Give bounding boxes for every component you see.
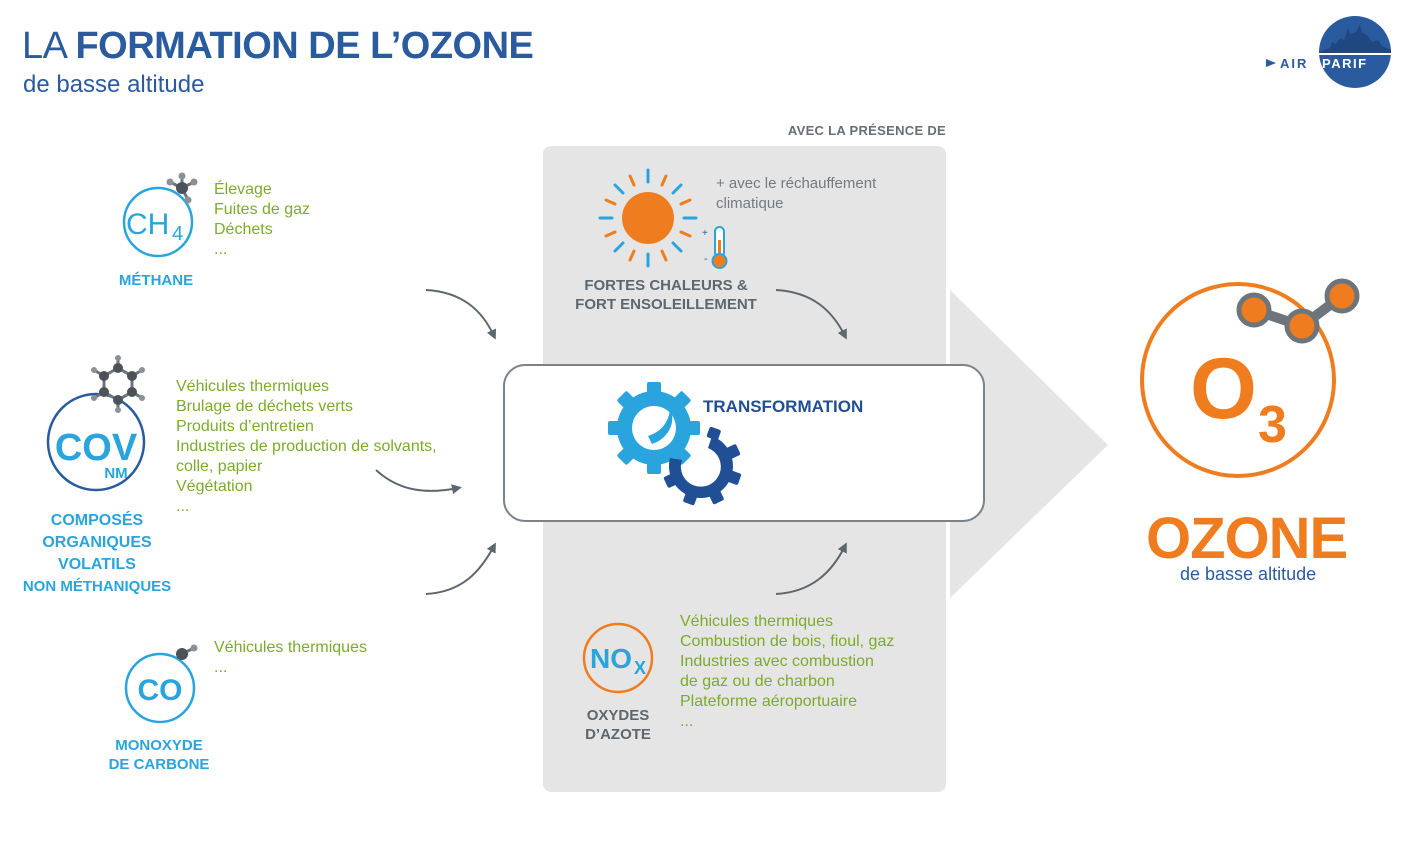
- caption-line: ORGANIQUES: [42, 534, 152, 551]
- svg-text:CO: CO: [138, 674, 183, 707]
- nox-sources: Véhicules thermiques Combustion de bois,…: [680, 612, 894, 732]
- caption-line: DE CARBONE: [108, 756, 210, 773]
- caption-line: MONOXYDE: [115, 737, 203, 754]
- list-item: Plateforme aéroportuaire: [680, 693, 857, 710]
- curved-arrow-icon: [425, 542, 496, 595]
- list-item: ...: [214, 659, 228, 676]
- heat-caption-line: FORT ENSOLEILLEMENT: [575, 296, 757, 313]
- list-item: ...: [176, 498, 190, 515]
- svg-text:NO: NO: [590, 643, 632, 674]
- caption-line: D’AZOTE: [585, 726, 651, 743]
- cov-caption: COMPOSÉS ORGANIQUES VOLATILS NON MÉTHANI…: [8, 510, 186, 598]
- cov-molecule-icon: COV NM: [46, 355, 146, 492]
- presence-label: AVEC LA PRÉSENCE DE: [787, 123, 946, 138]
- ozone-name: OZONE: [1146, 506, 1348, 571]
- cov-sources: Véhicules thermiques Brulage de déchets …: [176, 377, 437, 517]
- list-item: Produits d’entretien: [176, 418, 314, 435]
- curved-arrow-icon: [425, 289, 497, 340]
- svg-text:4: 4: [172, 223, 183, 245]
- svg-text:-: -: [704, 253, 708, 265]
- page-title: LA FORMATION DE L’OZONE: [22, 25, 534, 67]
- airparif-logo: AIR PARIF: [1266, 16, 1391, 88]
- nox-molecule-icon: NO X: [582, 622, 654, 694]
- curved-arrow-icon: [775, 542, 847, 595]
- co-molecule-icon: CO: [124, 644, 198, 724]
- co-sources: Véhicules thermiques ...: [214, 638, 367, 678]
- caption-line: MÉTHANE: [118, 272, 194, 289]
- svg-text:AIR: AIR: [1280, 56, 1308, 71]
- caption-line: VOLATILS: [58, 556, 136, 573]
- svg-text:X: X: [634, 658, 646, 678]
- methane-molecule-icon: CH 4: [122, 172, 198, 258]
- list-item: Brulage de déchets verts: [176, 398, 353, 415]
- list-item: Véhicules thermiques: [214, 639, 367, 656]
- svg-text:3: 3: [1258, 396, 1287, 454]
- ozone-molecule-icon: O 3: [1140, 278, 1360, 478]
- list-item: de gaz ou de charbon: [680, 673, 835, 690]
- thermometer-icon: + -: [702, 226, 728, 269]
- heat-note-line: + avec le réchauffement: [716, 175, 877, 192]
- list-item: Fuites de gaz: [214, 201, 311, 218]
- sun-icon: [598, 168, 698, 268]
- title-bold: FORMATION DE L’OZONE: [75, 25, 534, 67]
- heat-note-line: climatique: [716, 195, 784, 212]
- list-item: Combustion de bois, fioul, gaz: [680, 633, 895, 650]
- list-item: Végétation: [176, 478, 253, 495]
- list-item: Véhicules thermiques: [176, 378, 329, 395]
- co-caption: MONOXYDE DE CARBONE: [96, 736, 222, 774]
- list-item: Industries de production de solvants,: [176, 438, 437, 455]
- list-item: ...: [214, 241, 228, 258]
- curved-arrow-icon: [775, 289, 847, 340]
- svg-text:PARIF: PARIF: [1322, 56, 1368, 71]
- caption-line: OXYDES: [586, 707, 650, 724]
- heat-note: + avec le réchauffement climatique: [716, 174, 876, 214]
- svg-text:COV: COV: [55, 427, 138, 469]
- page-subtitle: de basse altitude: [23, 71, 205, 98]
- list-item: ...: [680, 713, 694, 730]
- transformation-box: [503, 364, 985, 522]
- big-arrow-icon: [950, 290, 1108, 598]
- list-item: Déchets: [214, 221, 273, 238]
- list-item: colle, papier: [176, 458, 263, 475]
- svg-text:+: +: [702, 228, 708, 239]
- transformation-label: TRANSFORMATION: [703, 397, 864, 416]
- nox-caption: OXYDES D’AZOTE: [570, 706, 666, 744]
- list-item: Élevage: [214, 181, 272, 198]
- caption-line: NON MÉTHANIQUES: [22, 578, 172, 595]
- list-item: Véhicules thermiques: [680, 613, 833, 630]
- heat-caption: FORTES CHALEURS & FORT ENSOLEILLEMENT: [560, 276, 772, 314]
- list-item: Industries avec combustion: [680, 653, 874, 670]
- svg-text:NM: NM: [104, 465, 127, 482]
- methane-sources: Élevage Fuites de gaz Déchets ...: [214, 180, 310, 260]
- curved-arrow-icon: [375, 469, 462, 495]
- caption-line: COMPOSÉS: [50, 512, 144, 529]
- gear-icon: [608, 382, 742, 506]
- heat-caption-line: FORTES CHALEURS &: [584, 277, 748, 294]
- svg-text:CH: CH: [126, 208, 169, 241]
- svg-text:O: O: [1190, 341, 1257, 437]
- title-light: LA: [22, 25, 76, 67]
- ozone-subtitle: de basse altitude: [1180, 564, 1317, 584]
- methane-caption: MÉTHANE: [96, 271, 216, 290]
